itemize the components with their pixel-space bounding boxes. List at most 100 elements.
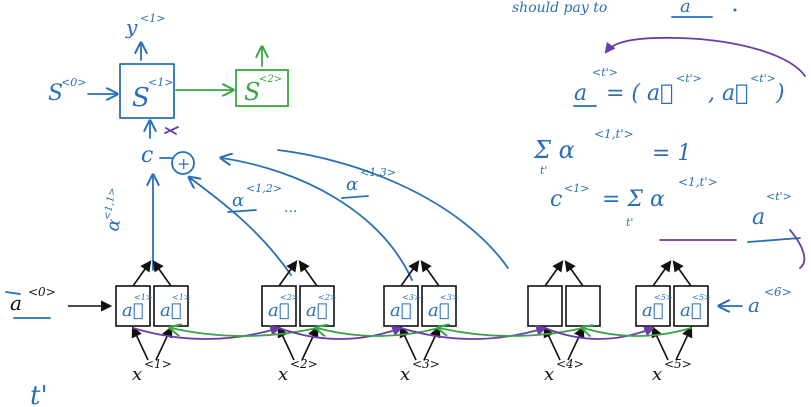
alpha-13-sup: <1,3>: [360, 166, 396, 179]
encoder-fwd-label-3: a⃗: [390, 300, 412, 321]
eq3-lhs: c: [550, 187, 562, 212]
alpha-12-underline: [227, 209, 257, 213]
encoder-fwd-sup-5: <5>: [654, 293, 673, 302]
attention-arrow-4: [277, 149, 509, 269]
scribble-mark: [164, 126, 179, 135]
s1-box: [119, 63, 175, 119]
purple-curve: [604, 36, 806, 77]
input-x-sup-1: <1>: [144, 357, 172, 371]
alpha-12: α: [232, 190, 244, 211]
input-arrow-bwd-1: [155, 325, 173, 361]
input-arrow-bwd-5: [675, 325, 693, 361]
context-c: c: [141, 143, 153, 168]
eq2-rhs: = 1: [652, 141, 691, 166]
input-arrow-fwd-1: [131, 325, 149, 361]
encoder-fwd-sup-2: <2>: [280, 293, 299, 302]
encoder-up-arrow-bwd-5: [672, 260, 692, 287]
input-x-sup-3: <3>: [412, 357, 440, 371]
alpha-13: α: [346, 174, 358, 195]
eq1-sup1: <t'>: [676, 72, 702, 85]
input-x-sup-4: <4>: [556, 357, 584, 371]
s2-box: [235, 69, 289, 107]
eq3-sup: <1,t'>: [678, 175, 718, 189]
eq3-mid: = Σ α: [602, 187, 665, 212]
input-arrow-bwd-4: [567, 325, 585, 361]
attention-arrow-3: [222, 158, 413, 281]
alpha-11-sup: <1,1>: [102, 187, 119, 221]
encoder-bwd-label-5: a⃖: [680, 300, 702, 321]
encoder-up-arrow-fwd-4: [544, 260, 564, 287]
encoder-fwd-label-1: a⃗: [122, 300, 144, 321]
encoder-up-arrow-fwd-2: [278, 260, 298, 287]
top-note-var: a: [680, 0, 691, 17]
s1-sup: <1>: [148, 76, 173, 89]
encoder-cells: a⃗<1>a⃖<1>x<1>a⃗<2>a⃖<2>x<2>a⃗<3>a⃖<3>x<…: [115, 260, 711, 385]
a0-mark: [5, 291, 21, 295]
input-x-4: x: [544, 364, 554, 385]
input-x-1: x: [132, 364, 142, 385]
s1-label: S: [132, 83, 150, 113]
eq2-sup: <1,t'>: [594, 127, 634, 141]
forward-recurrent-arc-1: [132, 325, 282, 340]
encoder-bwd-sup-2: <2>: [318, 293, 337, 302]
s2-label: S: [244, 78, 260, 106]
top-note-dot: [733, 8, 737, 12]
encoder-bwd-sup-3: <3>: [440, 293, 459, 302]
top-note: should pay to: [512, 0, 607, 16]
eq3-lhs-sup: <1>: [564, 182, 589, 195]
y1-sup: <1>: [140, 12, 165, 25]
a0-sup: <0>: [28, 285, 56, 299]
forward-recurrent-arc-4: [544, 326, 656, 340]
eq2-sub: t': [540, 164, 547, 177]
eq1-close: ): [775, 81, 785, 106]
forward-recurrent-arc-2: [278, 325, 404, 340]
alpha-12-sup: <1,2>: [246, 182, 282, 195]
encoder-up-arrow-bwd-3: [420, 260, 440, 287]
input-x-2: x: [278, 364, 288, 385]
eq1-mid: , a⃖: [708, 81, 748, 106]
alpha-13-underline: [341, 195, 369, 199]
a0-label: a: [10, 291, 22, 315]
encoder-bwd-sup-5: <5>: [692, 293, 711, 302]
encoder-fwd-sup-3: <3>: [402, 293, 421, 302]
eq3-right-curve: [789, 229, 806, 269]
input-arrow-bwd-2: [301, 325, 319, 361]
alpha-11: α: [102, 217, 125, 233]
encoder-fwd-label-5: a⃗: [642, 300, 664, 321]
encoder-up-arrow-fwd-5: [652, 260, 672, 287]
input-arrow-fwd-5: [651, 325, 669, 361]
s0-label: S: [48, 81, 63, 106]
input-arrow-fwd-3: [399, 325, 417, 361]
input-x-3: x: [400, 364, 410, 385]
attention-arrow-2: [190, 178, 292, 276]
eq1-rhs: = ( a⃗: [606, 81, 673, 106]
encoder-fwd-sup-1: <1>: [134, 293, 153, 302]
alpha-11-group: α <1,1>: [102, 187, 125, 233]
encoder-up-arrow-fwd-3: [400, 260, 420, 287]
encoder-up-arrow-fwd-1: [132, 260, 152, 287]
backward-recurrent-arc-4: [583, 328, 692, 336]
encoder-bwd-label-3: a⃖: [428, 300, 450, 321]
encoder-fwd-label-2: a⃗: [268, 300, 290, 321]
input-x-sup-2: <2>: [290, 357, 318, 371]
encoder-up-arrow-bwd-2: [298, 260, 318, 287]
input-x-sup-5: <5>: [664, 357, 692, 371]
encoder-fwd-box-4: [527, 285, 563, 327]
a6-sup: <6>: [764, 285, 792, 299]
eq3-a-sup: <t'>: [766, 190, 792, 203]
backward-recurrent-arc-3: [439, 328, 584, 337]
eq3-sub: t': [626, 216, 633, 229]
sum-circle: [171, 151, 195, 175]
a6-label: a: [748, 293, 760, 317]
encoder-up-arrow-bwd-1: [152, 260, 172, 287]
eq1-lhs: a: [574, 81, 587, 106]
backward-recurrent-arc-2: [317, 328, 440, 337]
s0-sup: <0>: [61, 76, 86, 89]
input-arrow-bwd-3: [423, 325, 441, 361]
s2-sup: <2>: [259, 74, 282, 85]
eq3-underline-blue: [747, 237, 801, 243]
y1-label: y: [125, 15, 138, 39]
eq2: Σ α: [533, 136, 575, 164]
